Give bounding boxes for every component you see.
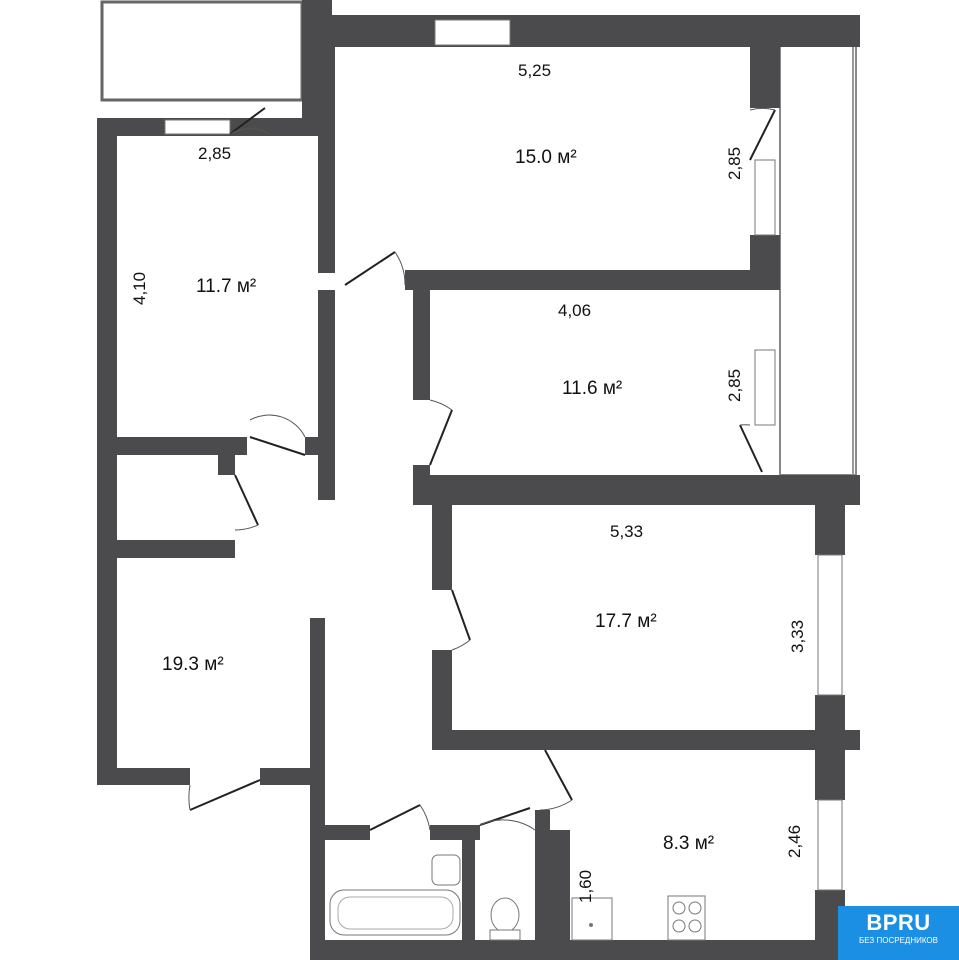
doors	[188, 107, 776, 831]
room-area: 11.7 м²	[196, 276, 256, 297]
dimension: 2,85	[198, 144, 231, 163]
dimension: 5,33	[610, 522, 643, 541]
logo-brand: BPRU	[866, 910, 931, 935]
dimension: 2,46	[785, 825, 804, 858]
kitchen-sink	[571, 897, 613, 941]
room-area: 15.0 м²	[515, 147, 577, 168]
walls	[97, 0, 860, 960]
room-area: 17.7 м²	[595, 611, 657, 632]
logo-tagline: БЕЗ ПОСРЕДНИКОВ	[859, 936, 938, 945]
dimension: 1,60	[576, 870, 595, 903]
bathroom-sink	[431, 854, 461, 886]
bpru-logo: BPRU БЕЗ ПОСРЕДНИКОВ	[838, 906, 959, 960]
fixtures	[329, 854, 706, 941]
dimension: 2,85	[725, 369, 744, 402]
dimension: 2,85	[725, 147, 744, 180]
stove	[667, 895, 706, 941]
room-area: 11.6 м²	[562, 378, 622, 399]
dimension: 5,25	[518, 61, 551, 80]
bathtub	[329, 889, 461, 936]
room-area: 8.3 м²	[663, 833, 714, 854]
dimension: 4,10	[130, 272, 149, 305]
windows	[164, 19, 843, 891]
room-area: 19.3 м²	[162, 654, 224, 675]
dimension: 3,33	[788, 620, 807, 653]
toilet	[490, 897, 520, 933]
balcony-right	[779, 44, 857, 476]
dimension: 4,06	[558, 301, 591, 320]
balcony-left	[100, 0, 304, 102]
